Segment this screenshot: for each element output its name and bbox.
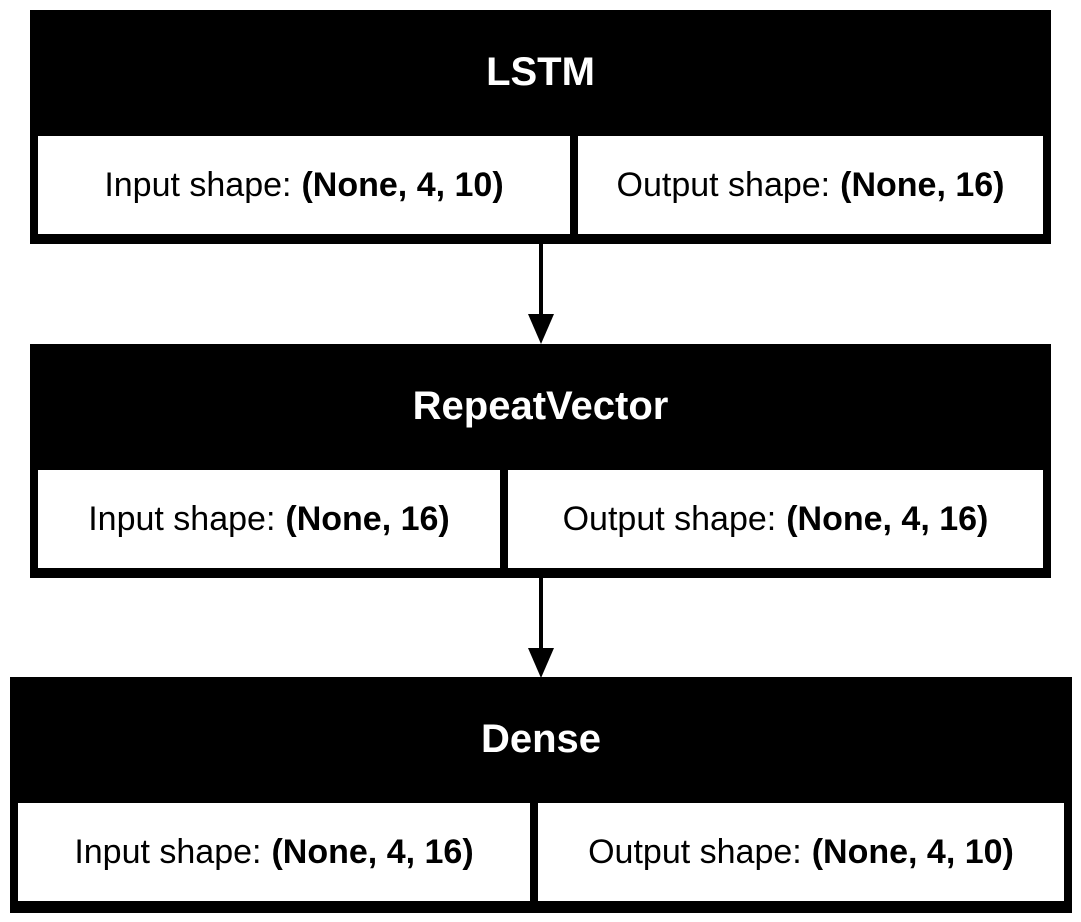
input-shape-cell: Input shape: (None, 4, 10) — [38, 136, 570, 234]
arrow-lstm-to-repeatvector — [528, 244, 554, 344]
input-shape-label: Input shape: — [88, 499, 276, 538]
arrow-repeatvector-to-dense — [528, 578, 554, 678]
input-shape-label: Input shape: — [104, 165, 292, 204]
layer-dense: Dense Input shape: (None, 4, 16) Output … — [10, 677, 1072, 913]
input-shape-label: Input shape: — [74, 832, 262, 871]
input-shape-value: (None, 16) — [285, 499, 450, 538]
layer-repeatvector: RepeatVector Input shape: (None, 16) Out… — [30, 344, 1051, 578]
output-shape-value: (None, 4, 10) — [811, 832, 1014, 871]
layer-title: Dense — [480, 716, 602, 761]
output-shape-label: Output shape: — [588, 832, 802, 871]
output-shape-cell: Output shape: (None, 4, 16) — [508, 470, 1043, 568]
input-shape-value: (None, 4, 10) — [301, 165, 504, 204]
input-shape-cell: Input shape: (None, 16) — [38, 470, 500, 568]
output-shape-value: (None, 16) — [840, 165, 1005, 204]
layer-lstm: LSTM Input shape: (None, 4, 10) Output s… — [30, 10, 1051, 244]
output-shape-cell: Output shape: (None, 16) — [578, 136, 1043, 234]
output-shape-cell: Output shape: (None, 4, 10) — [538, 803, 1064, 901]
input-shape-cell: Input shape: (None, 4, 16) — [18, 803, 530, 901]
output-shape-label: Output shape: — [616, 165, 831, 204]
layer-title: RepeatVector — [412, 383, 669, 428]
output-shape-value: (None, 4, 16) — [786, 499, 989, 538]
input-shape-value: (None, 4, 16) — [271, 832, 474, 871]
output-shape-label: Output shape: — [562, 499, 777, 538]
layer-title: LSTM — [486, 49, 595, 94]
